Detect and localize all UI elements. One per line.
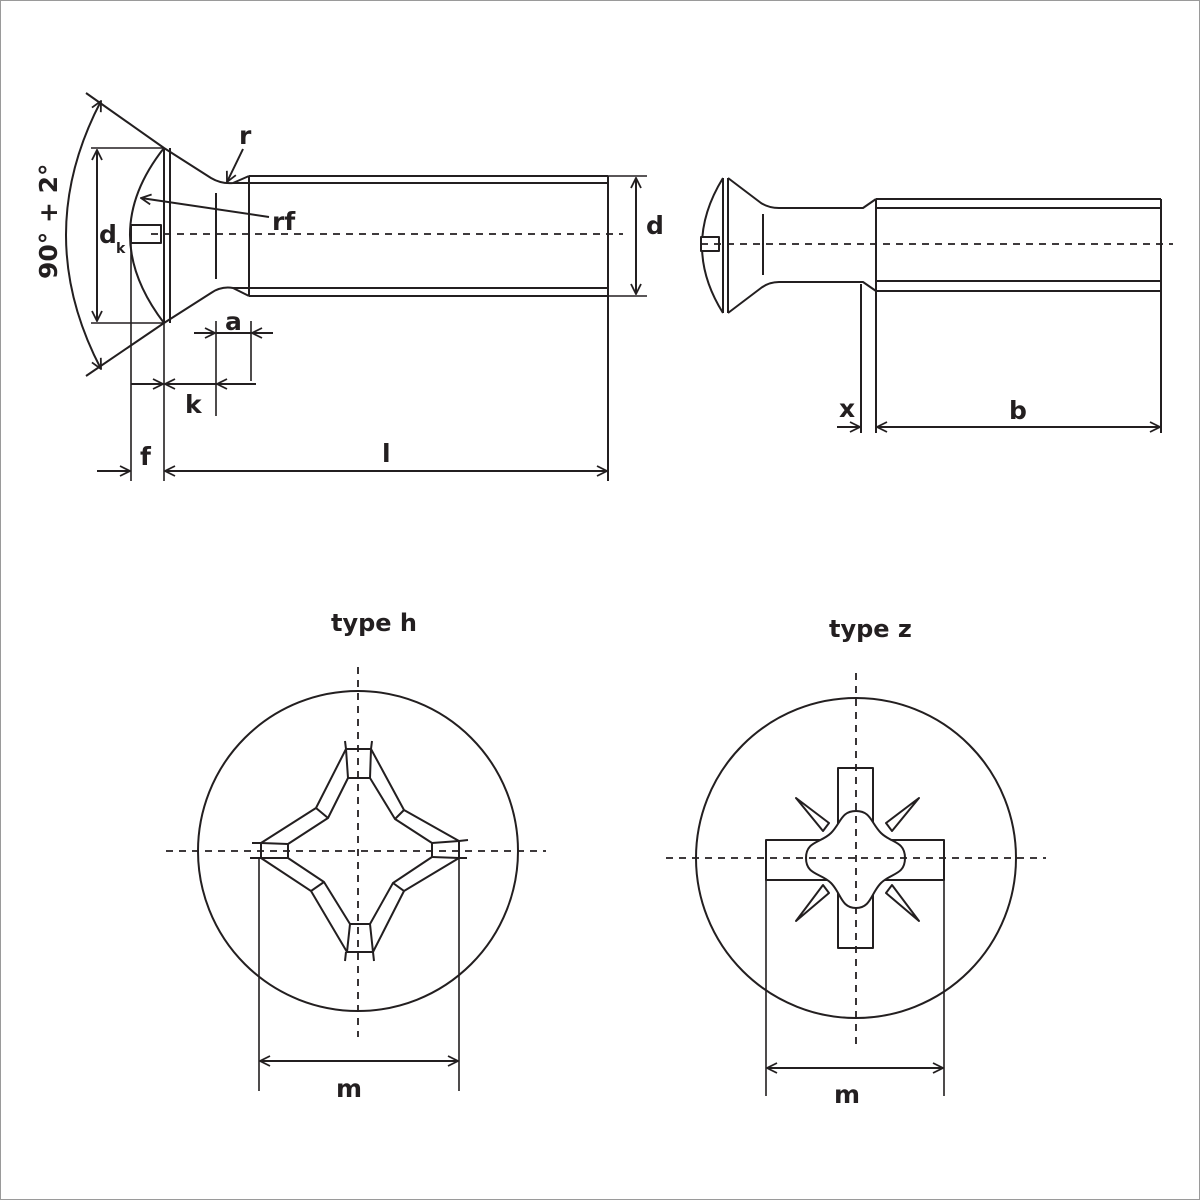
dk-label: d [99, 220, 117, 249]
type-z-title: type z [829, 615, 912, 643]
k-label: k [185, 390, 203, 419]
l-label: l [382, 439, 391, 468]
angle-dimension-arc [65, 101, 101, 369]
m-label: m [336, 1074, 362, 1103]
d-label: d [646, 211, 664, 240]
recess-type-h: type h m [166, 609, 546, 1103]
thread-lines [876, 198, 1161, 292]
rf-leader [141, 198, 270, 218]
r-label: r [239, 121, 252, 150]
dk-subscript: k [116, 241, 126, 257]
b-label: b [1009, 396, 1027, 425]
angle-label: 90° + 2° [34, 163, 63, 279]
type-h-title: type h [331, 609, 417, 637]
f-label: f [140, 442, 152, 471]
slot [130, 224, 162, 244]
a-label: a [225, 307, 242, 336]
x-label: x [839, 394, 855, 423]
head-and-shank [727, 177, 877, 314]
r-leader [227, 148, 244, 182]
shank [248, 175, 609, 481]
rf-label: rf [272, 207, 296, 236]
pozi-spikes [795, 797, 920, 922]
screw-thread-view: x b [700, 177, 1173, 433]
recess-type-z: type z m [666, 615, 1046, 1109]
m-label: m [834, 1080, 860, 1109]
countersunk-screw-side-view: 90° + 2° d k r rf d a k f l [34, 92, 664, 481]
